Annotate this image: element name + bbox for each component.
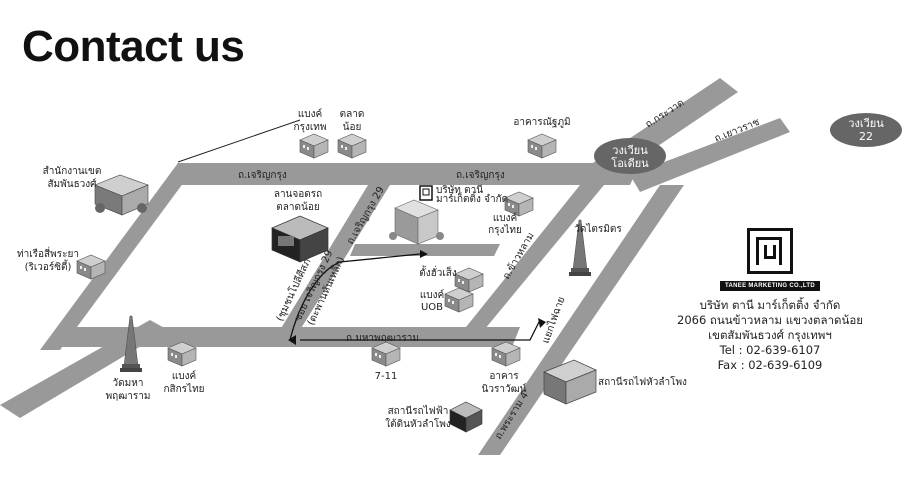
building-mrt: [449, 401, 483, 433]
label-mrt-2: ใต้ดินหัวลำโพง: [385, 417, 451, 430]
label-pier-1: ท่าเรือสี่พระยา: [17, 246, 79, 260]
label-uob-1: แบงค์: [420, 289, 444, 301]
building-hualamphong: [543, 359, 597, 405]
label-district-1: สำนักงานเขต: [43, 166, 102, 177]
label-pier-2: (ริเวอร์ซิตี้): [25, 259, 72, 273]
company-tel: Tel : 02-639-6107: [719, 343, 821, 357]
label-wat-maha-2: พฤฒาราม: [106, 391, 151, 402]
wongwian22-label-1: วงเวียน: [848, 117, 884, 130]
building-parking: [271, 215, 329, 263]
road-yaowarat: [630, 118, 790, 192]
label-bangkok-bank-2: กรุงเทพ: [294, 122, 327, 133]
company-logo-icon: [747, 228, 793, 274]
label-maha-phruetharam: ถ.มหาพฤฒาราม: [346, 333, 419, 344]
building-company: [389, 199, 444, 245]
label-niwet-1: อาคาร: [489, 371, 519, 382]
label-nacha: อาคารณัฐภูมิ: [513, 117, 570, 128]
label-bangkok-bank-1: แบงค์: [298, 108, 322, 120]
road-charoen-krung-29: [280, 185, 390, 330]
label-7-11: 7-11: [375, 371, 398, 382]
company-fax: Fax : 02-639-6109: [717, 358, 823, 372]
label-company-pin-1: บริษัท ตานี: [436, 184, 483, 196]
label-parking-2: ตลาดน้อย: [276, 201, 319, 213]
roundabout-odeon: วงเวียน โอเดียน: [594, 138, 666, 174]
company-address-1: 2066 ถนนข้าวหลาม แขวงตลาดน้อย: [677, 313, 863, 327]
label-niwet-2: นิวราวัฒน์: [482, 383, 527, 395]
label-kasikorn-1: แบงค์: [172, 370, 196, 382]
label-kasikorn-2: กสิกรไทย: [163, 383, 204, 395]
roundabout-22: วงเวียน 22: [830, 113, 902, 147]
road-charoen-krung: [172, 163, 640, 185]
building-district-office: [94, 174, 149, 216]
label-wat-traimit: วัดไตรมิตร: [574, 223, 622, 235]
label-talat-noi-1: ตลาด: [340, 109, 365, 120]
label-company-pin-2: มาร์เก็ตติ้ง จำกัด: [436, 191, 508, 205]
odeon-label-2: โอเดียน: [611, 156, 649, 170]
label-district-2: สัมพันธวงศ์: [47, 178, 97, 190]
label-parking-1: ลานจอดรถ: [274, 189, 322, 200]
company-name: บริษัท ตานี มาร์เก็ตติ้ง จำกัด: [699, 298, 841, 312]
company-address-2: เขตสัมพันธวงศ์ กรุงเทพฯ: [708, 328, 832, 342]
label-wat-maha-1: วัดมหา: [113, 378, 144, 389]
building-nacha: [527, 133, 557, 159]
label-tang-hua-seng: ตั้งฮั่วเส็ง: [419, 265, 457, 279]
label-krungthai-2: กรุงไทย: [488, 224, 522, 236]
label-uob-2: UOB: [421, 302, 443, 313]
odeon-label-1: วงเวียน: [612, 144, 648, 157]
building-bangkok-bank: [299, 133, 329, 159]
label-charoen-krung-1: ถ.เจริญกรุง: [238, 170, 287, 181]
label-krungthai-1: แบงค์: [493, 212, 517, 224]
label-mrt-1: สถานีรถไฟฟ้า: [388, 405, 449, 417]
company-pin-icon: [419, 185, 433, 201]
company-info: TANEE MARKETING CO.,LTD บริษัท ตานี มาร์…: [660, 228, 880, 373]
road-left-diagonal: [40, 163, 198, 350]
label-talat-noi-2: น้อย: [343, 121, 362, 133]
bank-leader-line: [177, 119, 301, 163]
label-hualamphong: สถานีรถไฟหัวลำโพง: [598, 375, 687, 388]
road-maha-phruetharam: [48, 327, 520, 347]
label-charoen-krung-2: ถ.เจริญกรุง: [456, 170, 505, 181]
road-khao-lam: [450, 185, 604, 347]
route-arrows: [289, 253, 541, 341]
wongwian22-label-2: 22: [859, 130, 873, 143]
arrow-heads: [288, 250, 546, 345]
road-rama-4: [478, 185, 684, 455]
logo-caption: TANEE MARKETING CO.,LTD: [719, 281, 820, 291]
road-company-lane: [350, 244, 500, 256]
building-talat-noi: [337, 133, 367, 159]
page-title: Contact us: [22, 22, 245, 71]
